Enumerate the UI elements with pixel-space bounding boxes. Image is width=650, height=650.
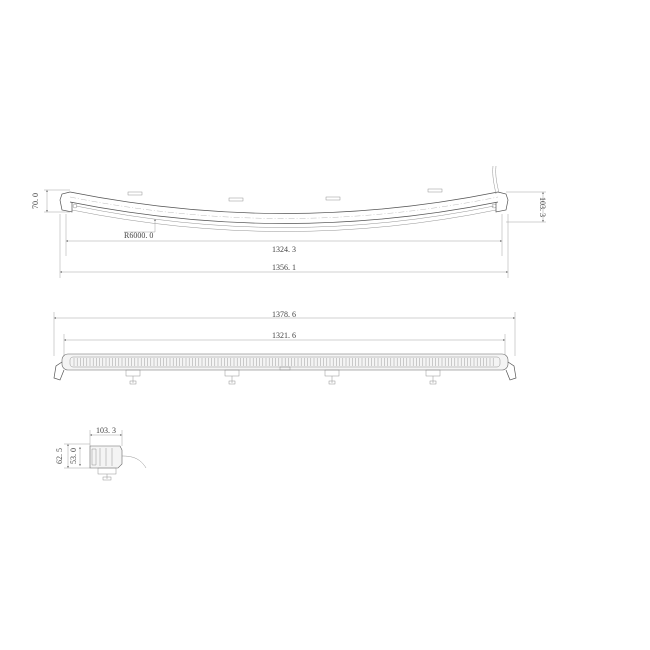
left-end-cap bbox=[59, 191, 73, 213]
side-bracket bbox=[97, 467, 117, 475]
front-mount-1 bbox=[125, 369, 141, 385]
side-profile-lens bbox=[91, 448, 97, 466]
side-depth-label: 103. 3 bbox=[96, 426, 116, 435]
front-overall-label: 1378. 6 bbox=[272, 310, 296, 319]
radius-label: R6000. 0 bbox=[124, 231, 153, 240]
depth-label: 103. 3 bbox=[538, 197, 547, 217]
height-label: 70. 0 bbox=[31, 193, 40, 209]
power-cable-2 bbox=[495, 165, 500, 194]
curved-bar-outer bbox=[69, 191, 499, 214]
mount-mark-4 bbox=[427, 188, 443, 193]
side-height-label: 62. 5 bbox=[55, 448, 64, 464]
overall-label: 1356. 1 bbox=[272, 263, 296, 272]
curved-bar-back bbox=[71, 209, 497, 232]
left-bracket-bolt bbox=[72, 203, 78, 209]
side-bolt-nut bbox=[102, 476, 112, 481]
front-bar-housing bbox=[61, 353, 509, 371]
front-inner-label: 1321. 6 bbox=[272, 331, 296, 340]
mount-mark-3 bbox=[325, 196, 341, 201]
mount-mark-1 bbox=[127, 191, 143, 196]
led-array bbox=[73, 358, 494, 366]
side-view: 103. 3 62. 5 53. 0 bbox=[55, 426, 147, 481]
curved-bar-lens bbox=[75, 205, 495, 228]
side-inner-height-label: 53. 0 bbox=[69, 448, 78, 464]
front-view: 1378. 6 1321. 6 bbox=[53, 310, 517, 385]
mount-mark-2 bbox=[228, 197, 244, 202]
right-bracket-bolt bbox=[491, 203, 497, 209]
front-center-badge bbox=[279, 366, 291, 371]
front-right-bracket bbox=[505, 361, 517, 381]
side-cable bbox=[121, 455, 147, 469]
curved-bar-inner bbox=[69, 201, 499, 224]
top-view: 70. 0 103. 3 R6000. 0 1324. 3 1356. 1 bbox=[31, 165, 547, 278]
front-left-bracket bbox=[53, 361, 65, 381]
front-mount-3 bbox=[324, 369, 340, 385]
right-end-cap bbox=[495, 191, 509, 213]
front-mount-2 bbox=[224, 369, 240, 385]
front-mount-4 bbox=[425, 369, 441, 385]
arc-centerline bbox=[69, 196, 499, 219]
chord-label: 1324. 3 bbox=[272, 245, 296, 254]
power-cable bbox=[492, 165, 497, 195]
